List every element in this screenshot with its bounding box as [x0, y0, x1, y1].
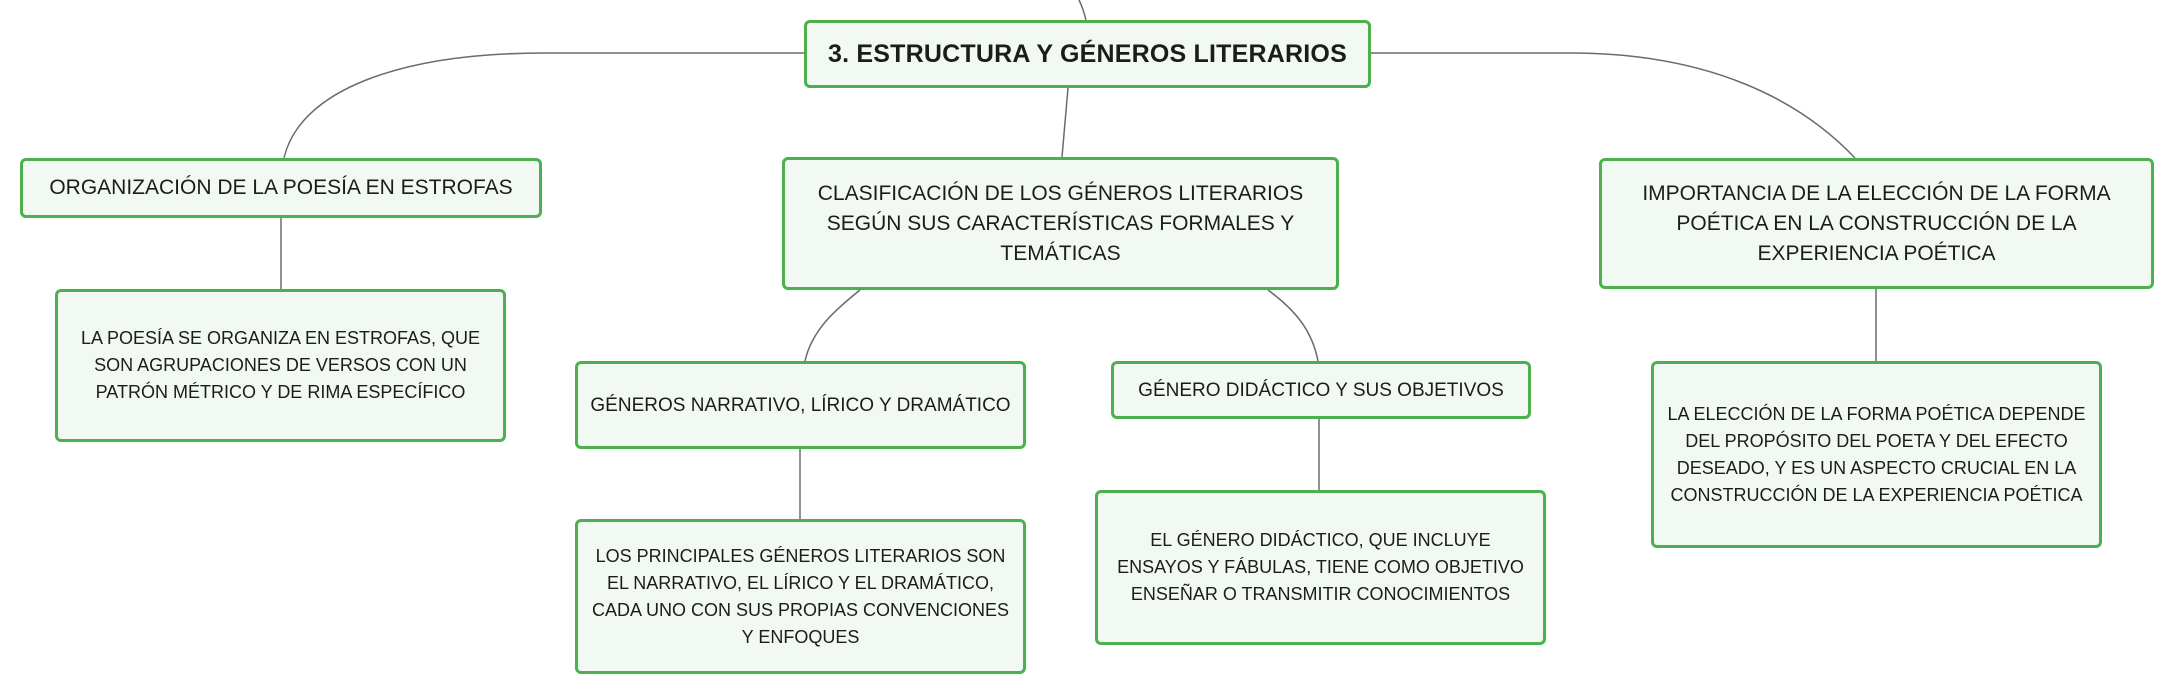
detail-node-didactic-genre[interactable]: EL GÉNERO DIDÁCTICO, QUE INCLUYE ENSAYOS… — [1095, 490, 1546, 645]
connector-parent-to-root — [1078, 0, 1087, 21]
branch-node-poetic-form-importance[interactable]: IMPORTANCIA DE LA ELECCIÓN DE LA FORMA P… — [1599, 158, 2154, 289]
subbranch-node-label: GÉNEROS NARRATIVO, LÍRICO Y DRAMÁTICO — [590, 394, 1011, 416]
subbranch-node-label: GÉNERO DIDÁCTICO Y SUS OBJETIVOS — [1138, 379, 1504, 401]
connector-root-to-branch-2 — [1061, 87, 1069, 158]
root-node-label: 3. ESTRUCTURA Y GÉNEROS LITERARIOS — [828, 39, 1347, 68]
detail-node-text: LA ELECCIÓN DE LA FORMA POÉTICA DEPENDE … — [1667, 403, 2086, 505]
detail-node-main-genres[interactable]: LOS PRINCIPALES GÉNEROS LITERARIOS SON E… — [575, 519, 1026, 674]
detail-node-poetry-stanzas[interactable]: LA POESÍA SE ORGANIZA EN ESTROFAS, QUE S… — [55, 289, 506, 442]
branch-node-poetry-stanzas[interactable]: ORGANIZACIÓN DE LA POESÍA EN ESTROFAS — [20, 158, 542, 218]
connector-branch-2-to-child-1 — [804, 289, 861, 362]
root-node[interactable]: 3. ESTRUCTURA Y GÉNEROS LITERARIOS — [804, 20, 1371, 88]
branch-node-label: ORGANIZACIÓN DE LA POESÍA EN ESTROFAS — [49, 176, 513, 199]
branch-node-label: IMPORTANCIA DE LA ELECCIÓN DE LA FORMA P… — [1642, 181, 2111, 265]
connector-root-to-branch-1 — [283, 52, 804, 159]
detail-node-text: LA POESÍA SE ORGANIZA EN ESTROFAS, QUE S… — [80, 328, 481, 402]
detail-node-text: LOS PRINCIPALES GÉNEROS LITERARIOS SON E… — [591, 545, 1010, 647]
subbranch-node-didactic-genre[interactable]: GÉNERO DIDÁCTICO Y SUS OBJETIVOS — [1111, 361, 1531, 419]
detail-node-poetic-form-importance[interactable]: LA ELECCIÓN DE LA FORMA POÉTICA DEPENDE … — [1651, 361, 2102, 548]
subbranch-node-main-genres[interactable]: GÉNEROS NARRATIVO, LÍRICO Y DRAMÁTICO — [575, 361, 1026, 449]
branch-node-genre-classification[interactable]: CLASIFICACIÓN DE LOS GÉNEROS LITERARIOS … — [782, 157, 1339, 290]
connector-root-to-branch-3 — [1370, 52, 1856, 159]
detail-node-text: EL GÉNERO DIDÁCTICO, QUE INCLUYE ENSAYOS… — [1117, 530, 1524, 604]
connector-branch-2-to-child-2 — [1267, 289, 1319, 362]
branch-node-label: CLASIFICACIÓN DE LOS GÉNEROS LITERARIOS … — [817, 181, 1304, 265]
